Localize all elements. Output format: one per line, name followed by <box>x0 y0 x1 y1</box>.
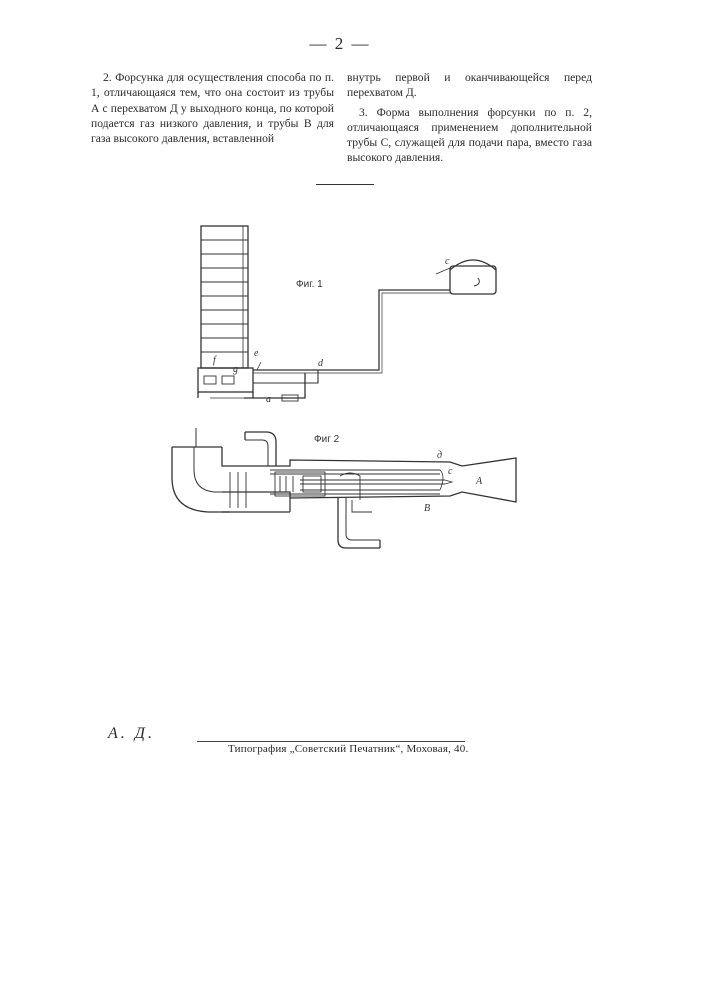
label-C: c <box>448 466 453 477</box>
pipe-d <box>253 290 450 370</box>
label-d: d <box>318 358 324 369</box>
label-c: c <box>445 256 450 267</box>
author-signature: А. Д. <box>108 725 155 743</box>
label-B: B <box>424 503 430 514</box>
elbow-inlet <box>172 447 230 512</box>
imprint-rule <box>197 741 465 742</box>
label-D: д <box>437 450 442 461</box>
tank-c <box>450 266 496 294</box>
label-e: e <box>254 348 259 359</box>
top-inlet <box>245 432 276 466</box>
furnace-stack <box>201 226 248 368</box>
label-f: f <box>213 355 217 366</box>
figure-2-label: Фиг 2 <box>314 434 340 445</box>
figure-1-label: Фиг. 1 <box>296 279 323 290</box>
label-A: A <box>475 476 483 487</box>
printer-imprint: Типография „Советский Печатник“, Моховая… <box>228 743 468 755</box>
figure-2 <box>172 428 516 548</box>
figure-1 <box>198 226 496 401</box>
label-a: a <box>266 394 271 405</box>
furnace-shelves <box>201 240 248 352</box>
pipe-a <box>253 370 318 383</box>
burner-base <box>198 368 253 392</box>
label-g: g <box>233 364 238 375</box>
